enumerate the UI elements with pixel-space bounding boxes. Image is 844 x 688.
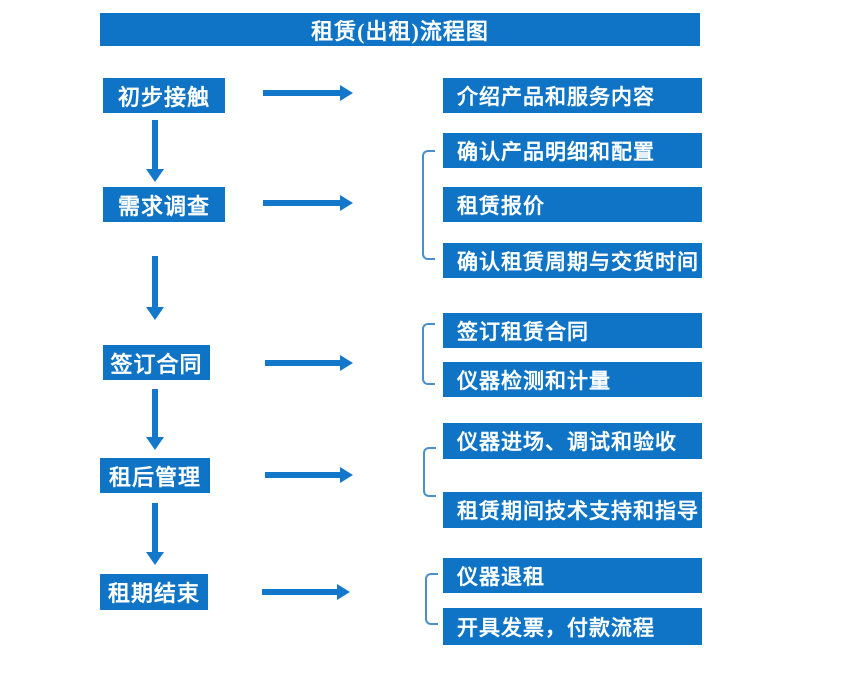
detail-invoice-payment-process: 开具发票，付款流程 [443,608,702,645]
right-arrow-shaft [263,200,340,206]
detail-technical-support-guidance: 租赁期间技术支持和指导 [443,492,702,528]
page-title: 租赁(出租)流程图 [100,13,700,46]
down-arrow-2 [146,256,164,320]
detail-sign-rental-contract: 签订租赁合同 [443,313,702,348]
detail-introduce-products-services: 介绍产品和服务内容 [443,78,702,113]
right-arrow-5 [262,584,350,600]
right-arrow-4 [265,467,353,483]
right-arrow-1 [263,85,353,101]
down-arrow-shaft [152,120,158,169]
group-bracket-sign-contract [422,323,435,385]
detail-rental-quotation: 租赁报价 [443,187,702,222]
right-arrow-2 [263,195,353,211]
down-arrow-head [146,169,164,182]
step-post-rental-management: 租后管理 [100,458,210,493]
down-arrow-3 [146,389,164,450]
right-arrow-head [340,85,353,101]
down-arrow-shaft [152,256,158,307]
right-arrow-shaft [265,360,340,366]
down-arrow-head [146,552,164,565]
down-arrow-4 [146,503,164,565]
step-initial-contact: 初步接触 [103,78,225,113]
right-arrow-shaft [262,589,337,595]
right-arrow-shaft [265,472,340,478]
detail-instrument-entry-debug-acceptance: 仪器进场、调试和验收 [443,423,702,459]
step-demand-survey: 需求调查 [103,187,225,222]
right-arrow-head [337,584,350,600]
group-bracket-lease-end [425,573,438,625]
group-bracket-post-rental [423,447,436,497]
right-arrow-head [340,467,353,483]
down-arrow-head [146,307,164,320]
down-arrow-shaft [152,503,158,552]
right-arrow-head [340,355,353,371]
down-arrow-shaft [152,389,158,437]
step-sign-contract: 签订合同 [103,345,210,380]
detail-instrument-return: 仪器退租 [443,558,702,593]
group-bracket-demand-survey [422,150,435,260]
down-arrow-head [146,437,164,450]
detail-instrument-testing-metering: 仪器检测和计量 [443,362,702,397]
detail-confirm-period-delivery: 确认租赁周期与交货时间 [443,243,702,278]
right-arrow-3 [265,355,353,371]
step-lease-end: 租期结束 [100,574,208,610]
down-arrow-1 [146,120,164,182]
detail-confirm-product-config: 确认产品明细和配置 [443,133,702,168]
right-arrow-shaft [263,90,340,96]
right-arrow-head [340,195,353,211]
